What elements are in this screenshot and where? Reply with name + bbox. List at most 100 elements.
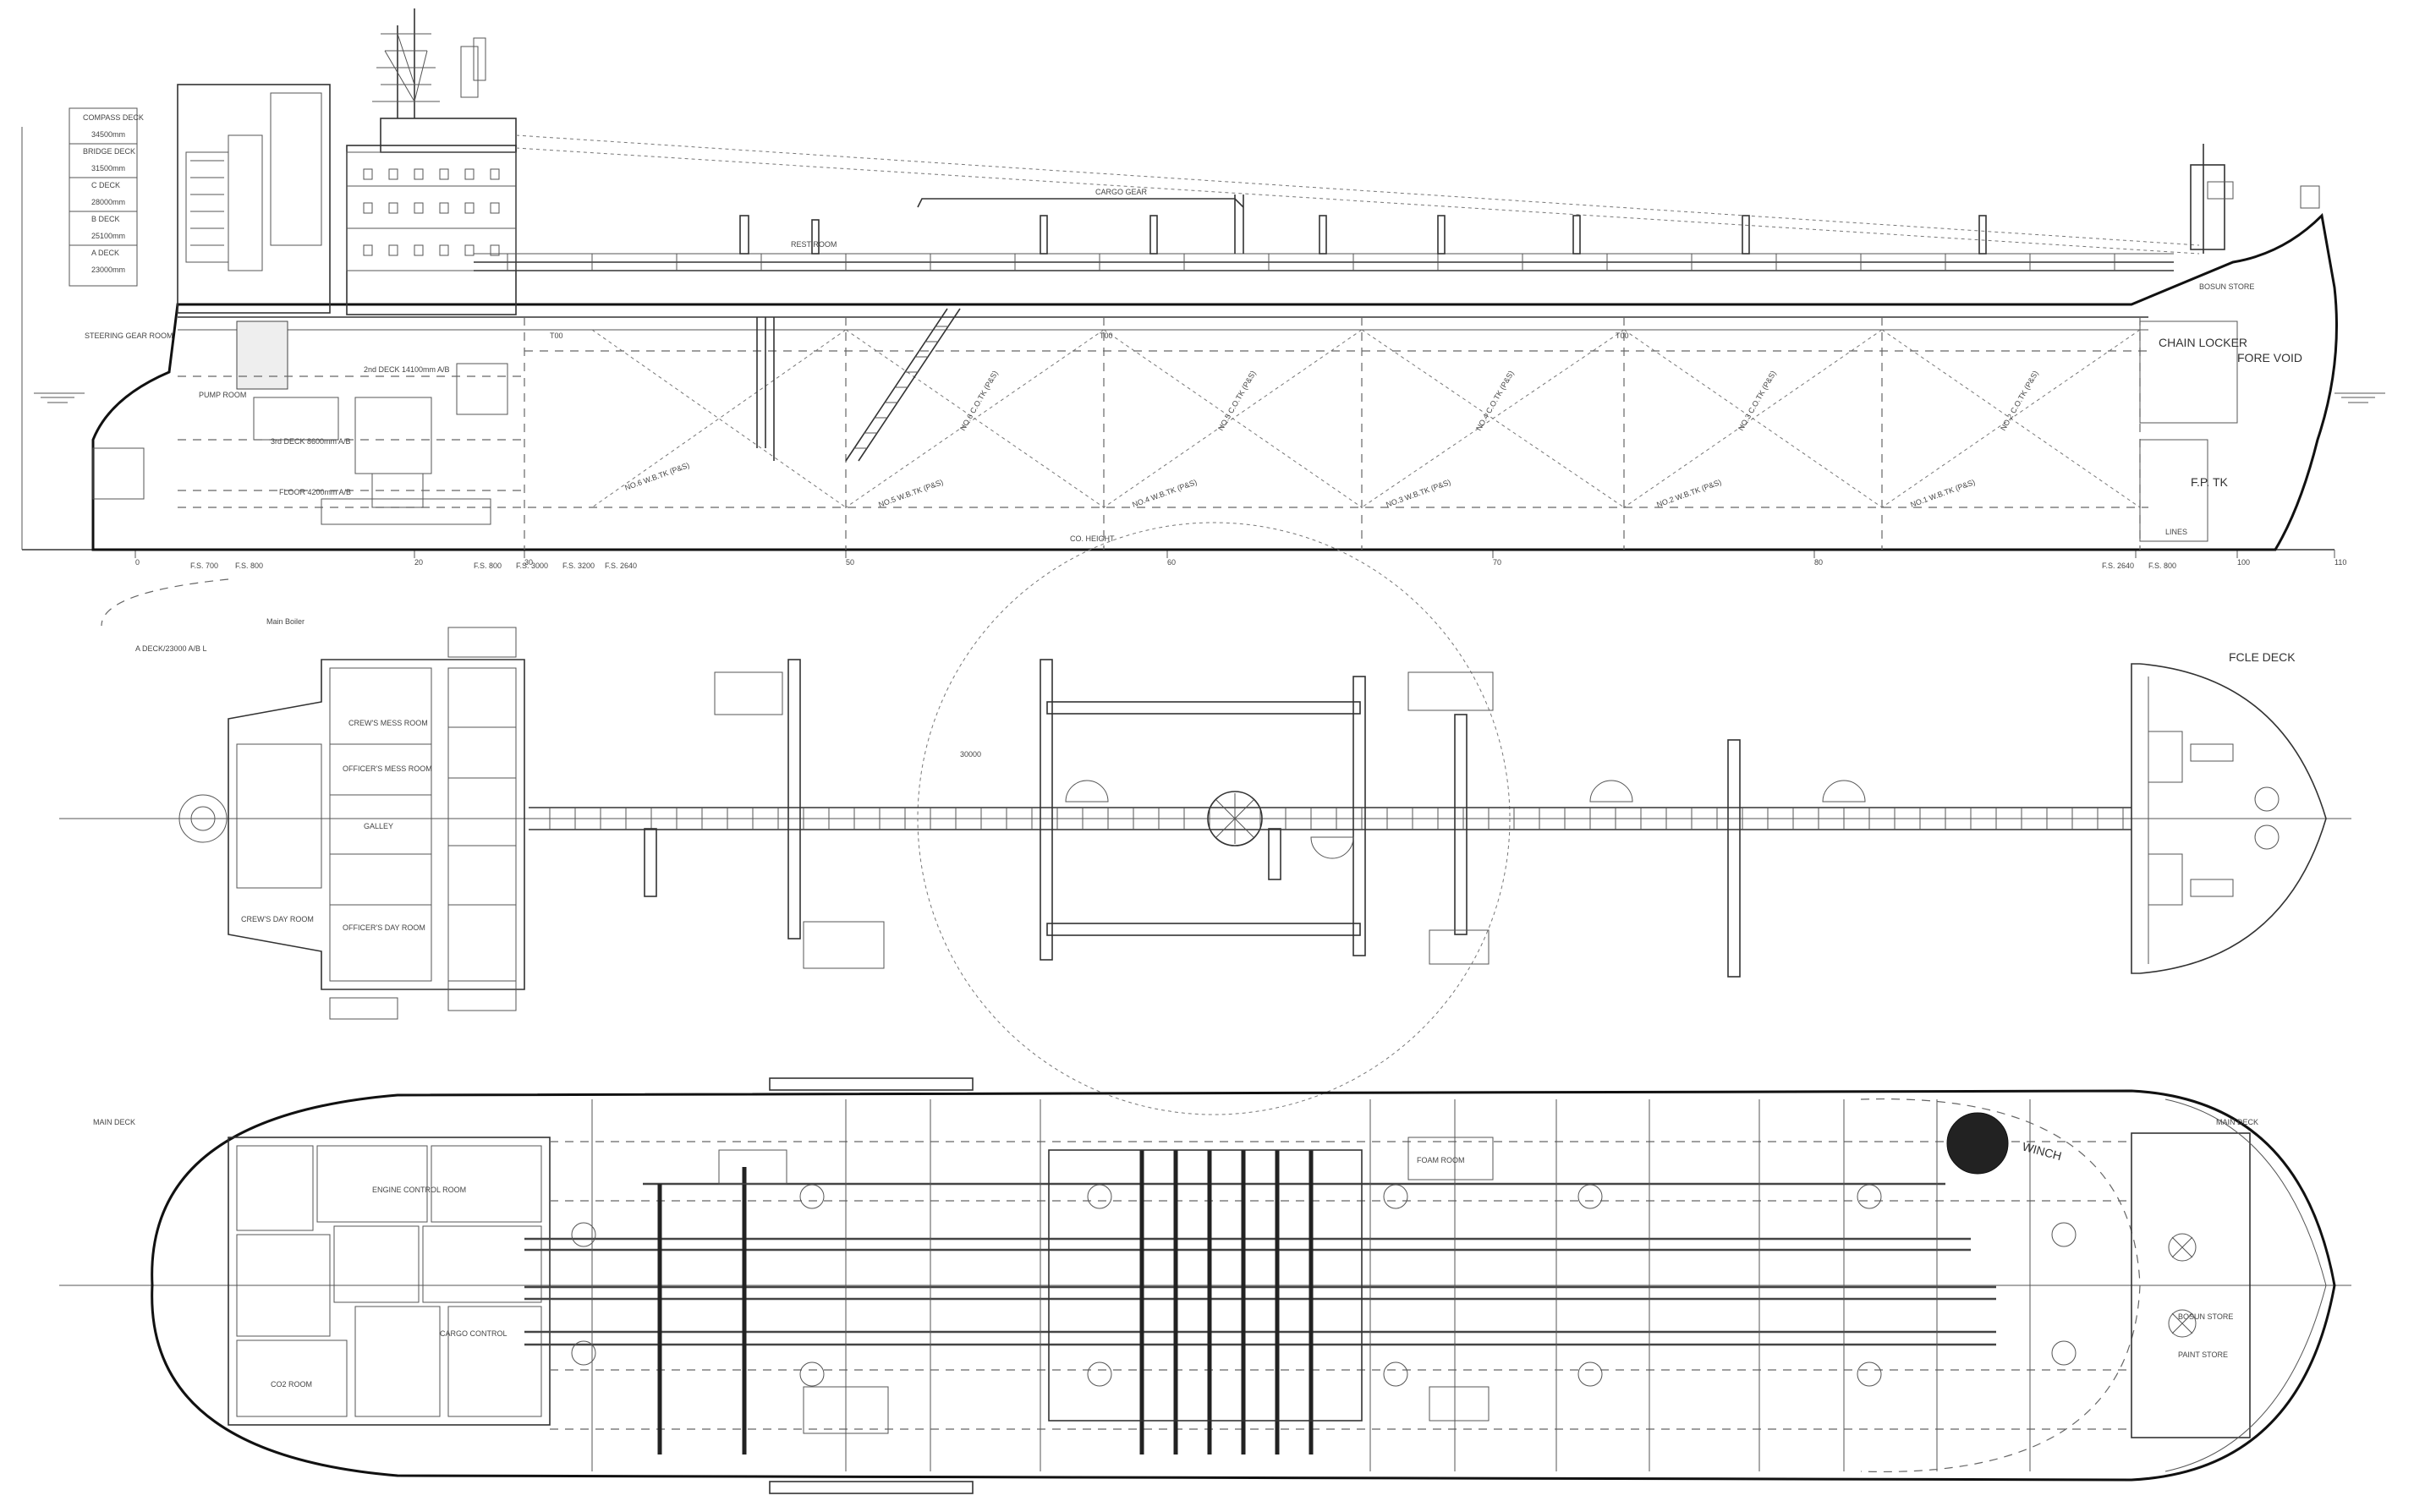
t00-label: T00: [1616, 331, 1629, 340]
fs-label: F.S. 800: [235, 562, 263, 570]
deck-label: FLOOR 4200mm A/B: [279, 488, 351, 496]
accommodation-ladder: [756, 308, 961, 462]
fs-label: F.S. 2640: [2102, 562, 2134, 570]
cargo-crane: CARGO GEAR: [917, 188, 1244, 254]
tank-label: NO.6 C.O.TK (P&S): [958, 370, 1000, 432]
ballast-label: NO.4 W.B.TK (P&S): [1131, 478, 1198, 509]
profile-view: 0 20 30 50 60 70 80 100 110 F.S. 700 F.S…: [21, 8, 2385, 570]
cargo-tank-labels: NO.6 C.O.TK (P&S) NO.5 C.O.TK (P&S) NO.4…: [623, 370, 2039, 509]
deck-label: 3rd DECK 8600mm A/B: [271, 437, 351, 446]
fs-label: F.S. 800: [2148, 562, 2176, 570]
room-label: OFFICER'S DAY ROOM: [343, 923, 425, 932]
room-label: CREW'S DAY ROOM: [241, 915, 314, 923]
rest-room-label: REST ROOM: [791, 240, 837, 249]
fp-tank-label: F.P. TK: [2191, 475, 2229, 489]
deck-name: A DECK: [91, 249, 119, 257]
frame-label: 80: [1814, 558, 1823, 567]
fs-label: F.S. 700: [190, 562, 218, 570]
catwalk-branches: [644, 659, 1741, 978]
frame-label: 70: [1493, 558, 1501, 567]
deck-height: 23000mm: [91, 266, 125, 274]
main-deck-plan: MAIN DECK MAIN DECK ENGINE CONTROL ROOM …: [59, 1077, 2351, 1494]
deck-height: 28000mm: [91, 198, 125, 206]
deck-height: 34500mm: [91, 130, 125, 139]
room-label: ENGINE CONTROL ROOM: [372, 1186, 466, 1194]
a-deck-title: A DECK/23000 A/B L: [135, 644, 207, 653]
deck-walkway: [474, 253, 2174, 271]
tank-label: NO.3 C.O.TK (P&S): [1736, 370, 1778, 432]
t00-label: T00: [550, 331, 563, 340]
room-label: CO2 ROOM: [271, 1380, 312, 1389]
frame-lines: [591, 1099, 2031, 1471]
fs-label: F.S. 3200: [562, 562, 595, 570]
deck-height: 31500mm: [91, 164, 125, 173]
frame-label: 110: [2334, 558, 2346, 567]
fs-label: F.S. 2640: [605, 562, 637, 570]
deck-height-table: COMPASS DECK 34500mm BRIDGE DECK 31500mm…: [69, 107, 144, 287]
frame-label: 60: [1167, 558, 1176, 567]
ballast-label: NO.5 W.B.TK (P&S): [877, 478, 944, 509]
forecastle-outline: [2131, 663, 2327, 974]
room-label: CARGO CONTROL: [440, 1329, 507, 1338]
bow-stores: [2168, 1233, 2197, 1338]
frame-label: 50: [846, 558, 854, 567]
t00-label: T00: [1100, 331, 1113, 340]
walkway-posts: [507, 254, 2115, 271]
fore-void-label: FORE VOID: [2237, 351, 2302, 364]
tank-label: NO.2 C.O.TK (P&S): [1999, 370, 2040, 432]
deck-name: COMPASS DECK: [83, 113, 144, 122]
main-deck-hull: [151, 1089, 2336, 1482]
fs-label: F.S. 3000: [516, 562, 548, 570]
ballast-label: NO.6 W.B.TK (P&S): [623, 461, 690, 492]
cargo-gear-label: CARGO GEAR: [1095, 188, 1148, 196]
winch-drum: [1946, 1112, 2009, 1175]
frame-label: 20: [414, 558, 423, 567]
ballast-label: NO.1 W.B.TK (P&S): [1909, 478, 1976, 509]
deck-name: B DECK: [91, 215, 120, 223]
ballast-label: NO.2 W.B.TK (P&S): [1655, 478, 1722, 509]
deck-masts: [739, 215, 1987, 255]
deck-label: 2nd DECK 14100mm A/B: [364, 365, 450, 374]
frame-label: 0: [135, 558, 140, 567]
fs-label: F.S. 800: [474, 562, 502, 570]
deck-height: 25100mm: [91, 232, 125, 240]
room-label: GALLEY: [364, 822, 393, 830]
superstructure: [177, 8, 2200, 315]
winch-label: WINCH: [2021, 1139, 2063, 1163]
ballast-label: NO.3 W.B.TK (P&S): [1385, 478, 1451, 509]
room-label: CREW'S MESS ROOM: [348, 719, 428, 727]
room-label: STEERING GEAR ROOM: [85, 331, 173, 340]
cargo-tank-frames: [524, 317, 2141, 550]
room-label: BOSUN STORE: [2178, 1312, 2233, 1321]
deck-name: C DECK: [91, 181, 120, 189]
lines-label: LINES: [2165, 528, 2187, 536]
bosun-store-label: BOSUN STORE: [2199, 282, 2254, 291]
cross-pipes: [657, 1150, 1314, 1454]
frame-label: 30: [524, 558, 533, 567]
fcle-title: FCLE DECK: [2229, 650, 2296, 664]
room-label: OFFICER'S MESS ROOM: [343, 764, 432, 773]
engine-room: 2nd DECK 14100mm A/B 3rd DECK 8600mm A/B…: [85, 320, 524, 525]
tank-label: NO.4 C.O.TK (P&S): [1474, 370, 1516, 432]
cargo-pipelines: [524, 1182, 1996, 1346]
accommodation-outline: [228, 659, 525, 990]
dim-label: 30000: [960, 750, 981, 759]
room-label: PUMP ROOM: [199, 391, 246, 399]
main-boiler-label: Main Boiler: [266, 617, 304, 626]
main-deck-title-left: MAIN DECK: [93, 1118, 135, 1126]
deck-name: BRIDGE DECK: [83, 147, 135, 156]
tank-domes: [1065, 780, 1866, 859]
a-deck-plan: CREW'S MESS ROOM OFFICER'S MESS ROOM GAL…: [59, 522, 2351, 1115]
frame-ticks: [134, 550, 2335, 558]
chain-locker-label: CHAIN LOCKER: [2159, 336, 2247, 349]
frame-label: 100: [2237, 558, 2250, 567]
main-deck-title-right: MAIN DECK: [2216, 1118, 2258, 1126]
room-label: FOAM ROOM: [1417, 1156, 1465, 1164]
main-deck-hatches: [571, 1184, 2077, 1387]
hull-outline: [91, 212, 2338, 551]
tank-label: NO.5 C.O.TK (P&S): [1216, 370, 1258, 432]
windlass: [2148, 731, 2280, 906]
room-label: PAINT STORE: [2178, 1350, 2228, 1359]
cofferdam-label: CO. HEIGHT: [1070, 534, 1115, 543]
